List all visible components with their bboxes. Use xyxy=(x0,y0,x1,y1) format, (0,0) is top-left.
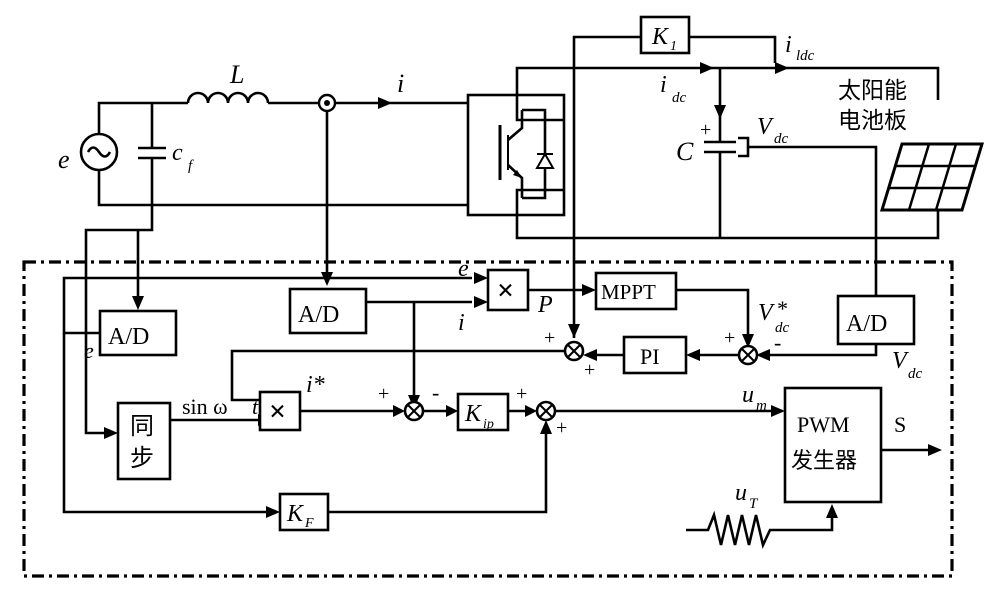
svg-text:i: i xyxy=(660,72,667,98)
svg-text:u: u xyxy=(735,480,747,506)
inductor-label: L xyxy=(229,60,244,89)
ac-source xyxy=(79,132,119,172)
svg-text:步: 步 xyxy=(130,444,154,472)
svg-text:dc: dc xyxy=(775,320,790,336)
svg-text:A/D: A/D xyxy=(298,302,339,328)
svg-text:K: K xyxy=(651,24,670,50)
svg-text:K: K xyxy=(464,401,483,427)
svg-text:V: V xyxy=(757,114,774,140)
current-label: i xyxy=(397,69,404,98)
svg-text:P: P xyxy=(537,292,553,318)
carrier-waveform xyxy=(686,504,838,549)
svg-text:ip: ip xyxy=(483,417,494,432)
dc-capacitor-label: C xyxy=(676,137,694,166)
svg-text:×: × xyxy=(269,395,286,428)
inductor-coil xyxy=(186,91,270,104)
svg-text:+: + xyxy=(516,383,527,405)
svg-text:A/D: A/D xyxy=(108,324,149,350)
svg-text:dc: dc xyxy=(908,366,923,382)
mppt-block xyxy=(594,271,678,311)
svg-text:×: × xyxy=(497,274,514,307)
svg-text:+: + xyxy=(724,327,735,349)
svg-text:ldc: ldc xyxy=(796,48,815,64)
svg-text:-: - xyxy=(774,330,781,355)
dc-bus-bottom xyxy=(515,188,940,240)
svg-text:K: K xyxy=(286,501,305,527)
dc-bus-top xyxy=(515,66,940,122)
current-sensor xyxy=(317,93,337,113)
solar-panel-label-2: 电池板 xyxy=(838,108,907,134)
wire-top xyxy=(97,101,188,134)
sync-block xyxy=(116,401,172,481)
svg-text:u: u xyxy=(742,382,754,408)
solar-panel-label-1: 太阳能 xyxy=(838,78,907,104)
svg-text:PWM: PWM xyxy=(797,412,850,437)
svg-text:t: t xyxy=(252,394,259,419)
sum-junction-current xyxy=(403,400,425,422)
svg-text:+: + xyxy=(378,383,389,405)
multiplier-power xyxy=(486,268,530,312)
ad-block-middle xyxy=(288,287,368,335)
pi-block xyxy=(622,335,688,375)
svg-text:-: - xyxy=(432,380,439,405)
k1-block xyxy=(639,15,691,55)
svg-text:V: V xyxy=(892,348,909,374)
sum-junction-voltage xyxy=(737,344,759,366)
svg-text:+: + xyxy=(556,417,567,439)
svg-text:+: + xyxy=(544,327,555,349)
svg-text:+: + xyxy=(700,119,711,141)
svg-text:V: V xyxy=(758,300,775,326)
svg-text:dc: dc xyxy=(672,90,687,106)
svg-text:T: T xyxy=(749,496,759,512)
svg-text:i*: i* xyxy=(306,372,325,398)
source-label: e xyxy=(58,145,70,174)
ad-block-right xyxy=(836,294,916,346)
sum-junction-reference xyxy=(563,340,585,362)
svg-text:i: i xyxy=(785,32,792,58)
svg-text:i: i xyxy=(458,310,465,336)
svg-text:S: S xyxy=(894,412,906,437)
pwm-generator-block xyxy=(783,386,883,504)
svg-text:*: * xyxy=(776,296,787,321)
control-boundary xyxy=(22,260,954,578)
solar-panel-icon xyxy=(879,142,985,212)
svg-text:同: 同 xyxy=(130,412,154,440)
svg-text:e: e xyxy=(458,256,469,282)
svg-text:A/D: A/D xyxy=(846,311,887,337)
svg-text:PI: PI xyxy=(640,344,660,369)
svg-text:发生器: 发生器 xyxy=(791,449,857,474)
svg-text:f: f xyxy=(188,158,194,174)
svg-text:sin ω: sin ω xyxy=(182,394,228,419)
svg-text:1: 1 xyxy=(670,39,677,54)
svg-text:F: F xyxy=(304,516,314,531)
svg-text:MPPT: MPPT xyxy=(601,280,656,304)
filter-capacitor xyxy=(138,103,166,205)
svg-text:dc: dc xyxy=(774,131,789,147)
svg-text:+: + xyxy=(584,359,595,381)
svg-text:m: m xyxy=(756,398,767,414)
dc-capacitor xyxy=(704,68,736,238)
svg-text:e: e xyxy=(84,338,94,363)
filter-capacitor-label: c xyxy=(172,140,183,166)
sum-junction-output xyxy=(535,400,557,422)
wire-bottom xyxy=(97,170,468,207)
ad-block-left xyxy=(98,309,178,357)
